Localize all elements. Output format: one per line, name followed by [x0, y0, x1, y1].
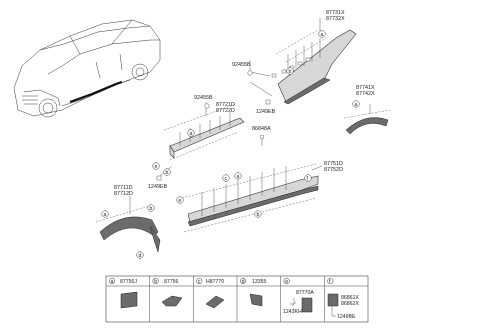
front-door-moulding-group — [249, 18, 357, 105]
label-87742x: 87742X — [356, 91, 375, 97]
svg-text:b: b — [166, 170, 169, 176]
svg-text:c: c — [198, 279, 201, 285]
clip-icon — [247, 70, 253, 76]
svg-text:c: c — [225, 176, 228, 182]
legend-cell-a: a 87756J — [108, 277, 138, 309]
legend-part-86862x: 86862X — [341, 301, 359, 307]
rear-arch-moulding-group — [343, 104, 391, 135]
label-1249eb-top: 1249EB — [256, 109, 276, 115]
label-87752d: 87752D — [324, 167, 343, 173]
svg-text:b: b — [289, 69, 292, 75]
legend-cell-b: b 87756 — [152, 277, 183, 307]
svg-text:a: a — [237, 174, 240, 180]
clip-icon — [301, 297, 313, 313]
svg-text:a: a — [104, 212, 107, 218]
label-87712d: 87712D — [114, 191, 133, 197]
label-92455b-top: 92455B — [232, 62, 251, 68]
svg-text:b: b — [150, 206, 153, 212]
legend-table: a 87756J b 87756 c H87770 d 13355 e 8777… — [105, 275, 369, 323]
clip-icon — [204, 103, 210, 109]
svg-text:a: a — [190, 131, 193, 137]
label-87711d: 87711D — [114, 185, 133, 191]
label-87721d: 87721D — [216, 102, 235, 108]
clip-icon — [120, 291, 138, 309]
legend-part-1249be: 1249BE — [337, 314, 356, 320]
legend-part-c: H87770 — [206, 279, 224, 285]
label-87732x: 87732X — [326, 16, 345, 22]
legend-part-87770a: 87770A — [296, 290, 314, 296]
svg-text:f: f — [307, 176, 309, 182]
svg-text:b: b — [257, 212, 260, 218]
svg-text:f: f — [329, 279, 331, 285]
legend-cell-f: f 86861X 86862X 1249BE — [327, 277, 359, 320]
legend-cell-d: d 13355 — [239, 277, 267, 307]
front-arch-moulding-group — [95, 196, 161, 253]
label-87722d: 87722D — [216, 108, 235, 114]
svg-text:a: a — [321, 32, 324, 38]
svg-text:e: e — [285, 279, 288, 285]
label-92455b-mid: 92455B — [194, 95, 213, 101]
svg-text:d: d — [139, 253, 142, 259]
label-87751d: 87751D — [324, 161, 343, 167]
legend-cell-c: c H87770 — [196, 277, 225, 309]
svg-text:a: a — [355, 102, 358, 108]
side-sill-moulding-group — [181, 136, 323, 233]
clip-icon — [161, 295, 183, 307]
clip-icon — [205, 295, 225, 309]
vehicle-illustration — [13, 19, 161, 118]
legend-cell-e: e 87770A 1243KH — [283, 277, 314, 315]
part-number-labels: 87731X 87732X 92455B 1249EB 92455B 87721… — [114, 10, 375, 197]
legend-part-1243kh: 1243KH — [283, 309, 302, 315]
svg-text:d: d — [242, 279, 245, 285]
hardware-icons — [156, 70, 271, 181]
svg-text:b: b — [154, 279, 157, 285]
svg-text:e: e — [155, 164, 158, 170]
legend-part-86861x: 86861X — [341, 295, 359, 301]
clip-icon — [249, 293, 263, 307]
legend-part-a: 87756J — [120, 279, 137, 285]
svg-text:e: e — [179, 198, 182, 204]
label-1249eb-mid: 1249EB — [148, 184, 168, 190]
screw-icon — [156, 175, 162, 181]
screw-icon — [265, 99, 271, 105]
legend-part-b: 87756 — [164, 279, 179, 285]
callout-circles: a b a a e b c a f e b a b d — [101, 30, 360, 259]
emblem-icon — [327, 293, 339, 307]
svg-text:a: a — [111, 279, 114, 285]
legend-part-d: 13355 — [252, 279, 267, 285]
label-87741x: 87741X — [356, 85, 375, 91]
clip-icon — [259, 134, 265, 140]
label-87731x: 87731X — [326, 10, 345, 16]
label-86848a: 86848A — [252, 126, 271, 132]
